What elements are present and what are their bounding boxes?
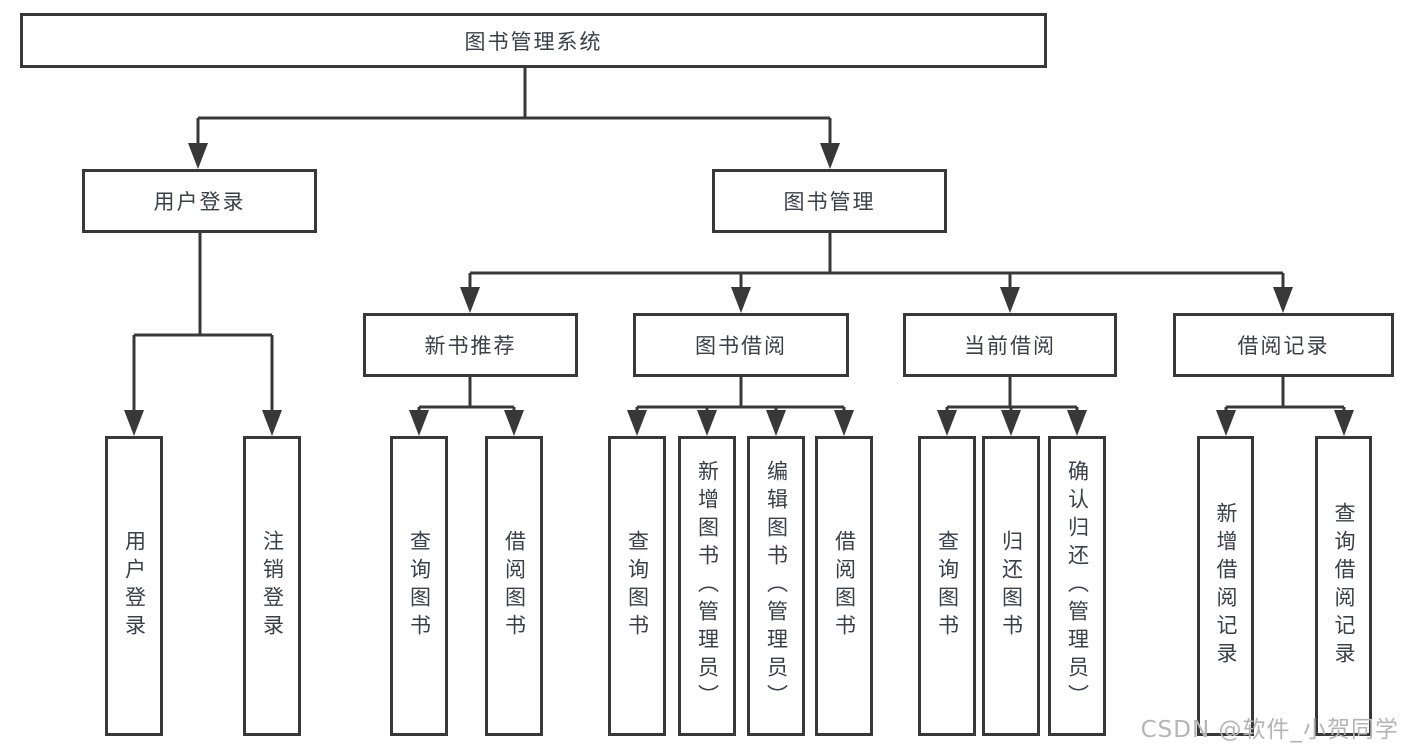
leaf-confirm-return-admin: 确认归还（管理员） bbox=[1048, 436, 1106, 736]
node-book-borrowing-label: 图书借阅 bbox=[695, 334, 787, 358]
node-user-login-label: 用户登录 bbox=[153, 190, 246, 214]
node-book-management: 图书管理 bbox=[712, 169, 947, 233]
leaf-add-borrow-record-label: 新增借阅记录 bbox=[1214, 502, 1238, 670]
leaf-borrow-book-borrowing: 借阅图书 bbox=[815, 436, 873, 736]
leaf-borrow-book-recommendation-label: 借阅图书 bbox=[502, 530, 527, 642]
leaf-add-book-admin: 新增图书（管理员） bbox=[678, 436, 736, 736]
leaf-confirm-return-admin-label: 确认归还（管理员） bbox=[1065, 460, 1090, 712]
leaf-add-book-admin-label: 新增图书（管理员） bbox=[695, 460, 720, 712]
leaf-query-book-recommendation: 查询图书 bbox=[390, 436, 448, 736]
node-root-label: 图书管理系统 bbox=[464, 29, 603, 54]
leaf-query-book-current: 查询图书 bbox=[918, 436, 976, 736]
leaf-logout: 注销登录 bbox=[243, 436, 301, 736]
leaf-query-book-borrowing: 查询图书 bbox=[608, 436, 666, 736]
leaf-edit-book-admin-label: 编辑图书（管理员） bbox=[764, 460, 789, 712]
node-current-borrowing: 当前借阅 bbox=[903, 313, 1117, 377]
leaf-user-login-label: 用户登录 bbox=[122, 530, 147, 642]
node-borrowing-records: 借阅记录 bbox=[1173, 313, 1394, 377]
leaf-return-book-label: 归还图书 bbox=[999, 530, 1024, 642]
node-root: 图书管理系统 bbox=[20, 13, 1047, 68]
leaf-add-borrow-record: 新增借阅记录 bbox=[1197, 436, 1254, 736]
leaf-query-book-recommendation-label: 查询图书 bbox=[407, 530, 432, 642]
leaf-user-login: 用户登录 bbox=[105, 436, 163, 736]
node-borrowing-records-label: 借阅记录 bbox=[1237, 334, 1330, 358]
csdn-watermark: CSDN @软件_小贺同学 bbox=[1140, 717, 1399, 743]
leaf-logout-label: 注销登录 bbox=[260, 530, 285, 642]
node-new-book-recommendation-label: 新书推荐 bbox=[424, 334, 517, 358]
leaf-query-borrow-record-label: 查询借阅记录 bbox=[1332, 502, 1356, 670]
node-user-login: 用户登录 bbox=[82, 169, 317, 233]
leaf-query-borrow-record: 查询借阅记录 bbox=[1315, 436, 1372, 736]
leaf-return-book: 归还图书 bbox=[982, 436, 1040, 736]
node-book-borrowing: 图书借阅 bbox=[633, 313, 849, 377]
node-new-book-recommendation: 新书推荐 bbox=[363, 313, 578, 377]
leaf-borrow-book-borrowing-label: 借阅图书 bbox=[832, 530, 857, 642]
leaf-edit-book-admin: 编辑图书（管理员） bbox=[747, 436, 805, 736]
leaf-query-book-borrowing-label: 查询图书 bbox=[625, 530, 650, 642]
leaf-query-book-current-label: 查询图书 bbox=[935, 530, 960, 642]
node-book-management-label: 图书管理 bbox=[783, 190, 876, 214]
leaf-borrow-book-recommendation: 借阅图书 bbox=[485, 436, 543, 736]
node-current-borrowing-label: 当前借阅 bbox=[964, 334, 1056, 358]
